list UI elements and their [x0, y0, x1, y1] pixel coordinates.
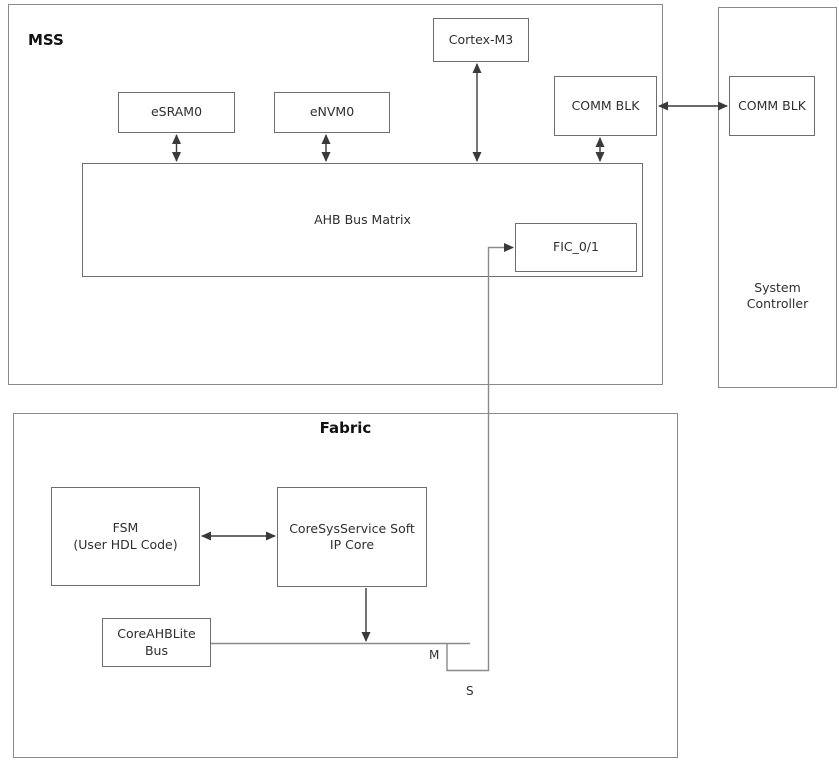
block-coreahblite-bus: CoreAHBLite Bus	[102, 618, 211, 667]
block-esram0: eSRAM0	[118, 92, 235, 133]
fabric-container: Fabric	[13, 413, 678, 758]
block-comm-blk-mss: COMM BLK	[554, 76, 657, 136]
block-cortex-m3: Cortex-M3	[433, 18, 529, 62]
cortex-m3-label: Cortex-M3	[448, 31, 514, 47]
mss-container: MSS	[8, 4, 663, 385]
comm-blk-system-controller-label: COMM BLK	[738, 97, 806, 113]
mss-title: MSS	[28, 31, 64, 49]
comm-blk-mss-label: COMM BLK	[571, 97, 640, 113]
bus-master-port-label: M	[429, 648, 440, 662]
block-fsm-user-hdl: FSM (User HDL Code)	[51, 487, 200, 586]
fabric-title: Fabric	[319, 419, 372, 437]
system-controller-container: System Controller	[718, 7, 837, 388]
block-comm-blk-system-controller: COMM BLK	[729, 76, 815, 136]
block-fic-0-1: FIC_0/1	[515, 223, 637, 272]
block-coresysservice: CoreSysService Soft IP Core	[277, 487, 427, 587]
envm0-label: eNVM0	[309, 104, 355, 120]
ahb-bus-matrix-label: AHB Bus Matrix	[314, 211, 411, 227]
coresysservice-label: CoreSysService Soft IP Core	[289, 520, 415, 552]
bus-slave-port-label: S	[466, 684, 474, 698]
fsm-label: FSM (User HDL Code)	[73, 520, 178, 552]
esram0-label: eSRAM0	[150, 104, 203, 120]
block-envm0: eNVM0	[274, 92, 390, 133]
coreahblite-label: CoreAHBLite Bus	[117, 626, 196, 658]
system-controller-title: System Controller	[746, 280, 809, 311]
fic-label: FIC_0/1	[553, 239, 599, 255]
